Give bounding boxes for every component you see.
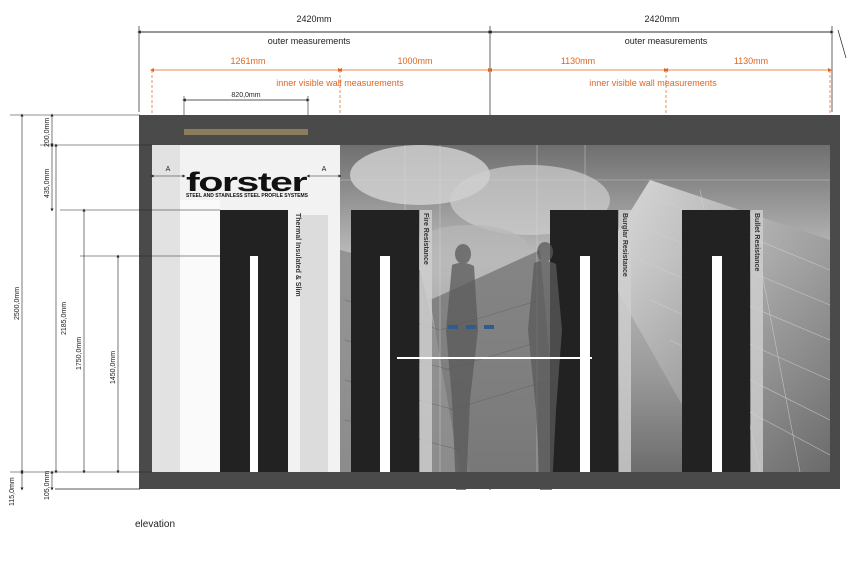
- handle-rail: [397, 325, 592, 359]
- label-fire-resistance: Fire Resistance: [422, 213, 429, 265]
- inner-label-left: inner visible wall measurements: [276, 78, 404, 88]
- top-inner-dimension: 1261mm 1000mm 1130mm 1130mm inner visibl…: [150, 56, 832, 145]
- inner-dim-1261: 1261mm: [230, 56, 265, 66]
- dim-1750: 1750,0mm: [76, 337, 83, 370]
- logo-wordmark: forster: [186, 167, 308, 197]
- label-bullet-resistance: Bullet Resistance: [753, 213, 760, 271]
- forster-logo: forster STEEL AND STAINLESS STEEL PROFIL…: [186, 167, 309, 199]
- profile-panel-fire: [351, 210, 419, 472]
- profile-panel-thermal: [220, 210, 288, 472]
- inner-dim-1130-left: 1130mm: [561, 56, 595, 66]
- base-bar: [139, 472, 840, 489]
- margin-marker-right: A: [322, 166, 327, 173]
- outer-dim-label-right: outer measurements: [625, 36, 708, 46]
- inner-dim-1000: 1000mm: [397, 56, 432, 66]
- margin-marker-left: A: [166, 166, 171, 173]
- dim-2500: 2500,0mm: [14, 287, 21, 320]
- dim-2185: 2185,0mm: [61, 302, 68, 335]
- dim-1450: 1450,0mm: [110, 351, 117, 384]
- left-vertical-dimensions: [10, 113, 250, 491]
- outer-dim-label-left: outer measurements: [268, 36, 351, 46]
- dim-200: 200,0mm: [44, 118, 51, 147]
- inner-dim-1130-right: 1130mm: [734, 56, 768, 66]
- label-thermal-insulated: Thermal Insulated & Slim: [294, 213, 301, 297]
- panel-label-strips: [420, 210, 763, 472]
- logo-width-value: 820,0mm: [231, 92, 260, 99]
- outer-dim-value-right: 2420mm: [644, 14, 679, 24]
- logo-tagline: STEEL AND STAINLESS STEEL PROFILE SYSTEM…: [186, 193, 309, 199]
- profile-panel-burglar: [550, 210, 618, 472]
- logo-margin-markers: A A: [150, 166, 342, 178]
- dim-435: 435,0mm: [44, 169, 51, 198]
- profile-panel-bullet: [682, 210, 750, 472]
- dim-115: 115,0mm: [9, 477, 16, 506]
- outer-dim-value-left: 2420mm: [296, 14, 331, 24]
- caption-elevation: elevation: [135, 519, 175, 530]
- people-silhouettes: [446, 242, 562, 490]
- inner-label-right: inner visible wall measurements: [589, 78, 717, 88]
- dim-105: 105,0mm: [44, 471, 51, 500]
- label-burglar-resistance: Burglar Resistance: [621, 213, 628, 277]
